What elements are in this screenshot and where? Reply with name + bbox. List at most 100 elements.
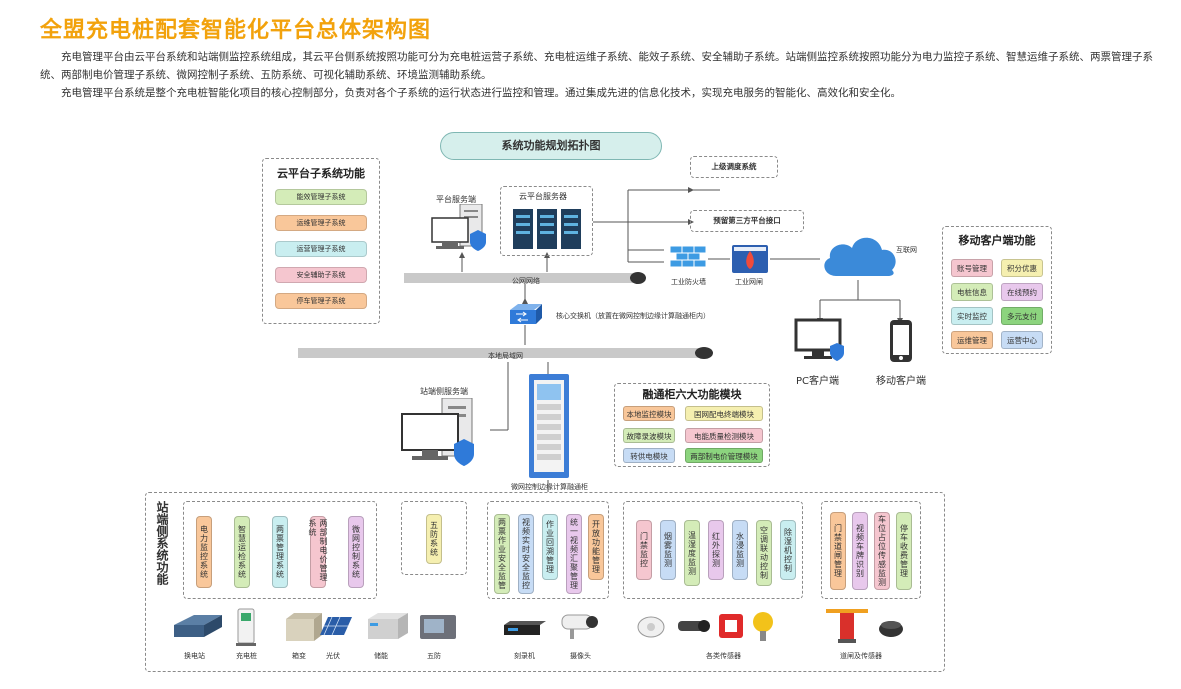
fusion-module-item: 故障录波模块 xyxy=(623,428,675,443)
station-function-item: 门禁道闸管理 xyxy=(830,512,846,590)
device-label: 换电站 xyxy=(184,652,205,660)
core-switch-label: 核心交换机（放置在微网控制边缘计算融通柜内） xyxy=(556,312,710,320)
cloud-server-icon xyxy=(513,209,581,249)
device-label: 充电桩 xyxy=(236,652,257,660)
station-function-item: 两部制电价管理系统 xyxy=(308,516,328,588)
firewall-label: 工业防火墙 xyxy=(671,278,706,286)
edge-cabinet-label: 微网控制边缘计算融通柜 xyxy=(511,483,588,491)
third-party-interface-box: 预留第三方平台接口 xyxy=(690,210,804,232)
intro-paragraph-2: 充电管理平台系统是整个充电桩智能化项目的核心控制部分，负责对各个子系统的运行状态… xyxy=(61,87,901,99)
station-function-item: 统一视频汇聚管理 xyxy=(566,514,582,594)
fusion-modules-panel: 融通柜六大功能模块 本地监控模块 国网配电终端模块 故障录波模块 电能质量检测模… xyxy=(614,383,770,467)
fusion-modules-title: 融通柜六大功能模块 xyxy=(642,388,742,401)
internet-cloud-icon xyxy=(824,237,896,276)
charging-pile-icon xyxy=(236,608,256,646)
station-group-environment: 门禁监控 烟雾监测 温湿度监测 红外探测 水浸监测 空调联动控制 除湿机控制 xyxy=(623,501,803,599)
mobile-client-label: 移动客户端 xyxy=(876,376,926,387)
fusion-module-item: 国网配电终端模块 xyxy=(685,406,763,421)
mobile-function-item: 多元支付 xyxy=(1001,307,1043,325)
energy-storage-icon xyxy=(368,613,408,639)
parking-sensor-icon xyxy=(879,621,903,637)
firewall-icon xyxy=(669,245,707,268)
device-label: 道闸及传感器 xyxy=(840,652,882,660)
cloud-subsystem-item: 运营管理子系统 xyxy=(275,241,367,257)
station-function-item: 微网控制系统 xyxy=(348,516,364,588)
fusion-module-item: 两部制电价管理模块 xyxy=(685,448,763,463)
smoke-sensor-icon xyxy=(637,616,665,638)
device-label: 五防 xyxy=(427,652,441,660)
station-function-item: 温湿度监测 xyxy=(684,520,700,586)
station-function-item: 烟雾监测 xyxy=(660,520,676,580)
cloud-subsystem-panel: 云平台子系统功能 能效管理子系统 运维管理子系统 运营管理子系统 安全辅助子系统… xyxy=(262,158,380,324)
station-system-panel: 站端侧系统功能 电力监控系统 智慧运检系统 两票管理系统 两部制电价管理系统 微… xyxy=(145,492,945,672)
station-function-item: 车位占位传感监测 xyxy=(874,512,890,590)
mobile-function-item: 在线预约 xyxy=(1001,283,1043,301)
box-transformer-icon xyxy=(286,613,322,641)
station-server-label: 站端侧服务端 xyxy=(420,387,468,396)
fusion-module-item: 转供电模块 xyxy=(623,448,675,463)
mobile-function-item: 电桩信息 xyxy=(951,283,993,301)
fusion-module-item: 本地监控模块 xyxy=(623,406,675,421)
station-group-parking: 门禁道闸管理 视频车牌识别 车位占位传感监测 停车收费管理 xyxy=(821,501,921,599)
device-label: 刻录机 xyxy=(514,652,535,660)
station-function-item: 智慧运检系统 xyxy=(234,516,250,588)
device-label: 光伏 xyxy=(326,652,340,660)
internet-label: 互联网 xyxy=(896,246,917,254)
mobile-functions-title: 移动客户端功能 xyxy=(958,234,1036,247)
cloud-server-label: 云平台服务器 xyxy=(519,192,567,201)
mobile-function-item: 运营中心 xyxy=(1001,331,1043,349)
station-function-item: 两票管理系统 xyxy=(272,516,288,588)
recorder-icon xyxy=(504,621,546,635)
station-function-item: 两票作业安全监管 xyxy=(494,514,510,594)
station-function-item: 停车收费管理 xyxy=(896,512,912,590)
mobile-function-item: 运维管理 xyxy=(951,331,993,349)
mobile-functions-panel: 移动客户端功能 账号管理 积分优惠 电桩信息 在线预约 实时监控 多元支付 运维… xyxy=(942,226,1052,354)
five-prevention-device-icon xyxy=(420,615,456,639)
station-function-item: 五防系统 xyxy=(426,514,442,564)
battery-swap-station-icon xyxy=(174,615,222,637)
cloud-subsystem-item: 停车管理子系统 xyxy=(275,293,367,309)
page-title: 全盟充电桩配套智能化平台总体架构图 xyxy=(40,18,432,43)
device-label: 箱变 xyxy=(292,652,306,660)
topology-title: 系统功能规划拓扑图 xyxy=(440,132,662,160)
public-network-bar xyxy=(404,272,646,284)
mobile-client-icon xyxy=(890,320,912,362)
pc-client-label: PC客户端 xyxy=(796,376,840,387)
station-function-item: 空调联动控制 xyxy=(756,520,772,586)
station-system-title: 站端侧系统功能 xyxy=(155,501,169,585)
cloud-subsystem-item: 运维管理子系统 xyxy=(275,215,367,231)
station-function-item: 视频车牌识别 xyxy=(852,512,868,590)
local-lan-bar xyxy=(298,347,713,359)
station-group-five-prevention: 五防系统 xyxy=(401,501,467,575)
station-function-item: 红外探测 xyxy=(708,520,724,580)
intro-paragraph-1: 充电管理平台由云平台系统和站端侧监控系统组成，其云平台侧系统按照功能可分为充电桩… xyxy=(40,51,1153,81)
mobile-function-item: 实时监控 xyxy=(951,307,993,325)
device-label: 各类传感器 xyxy=(706,652,741,660)
cloud-subsystem-item: 能效管理子系统 xyxy=(275,189,367,205)
platform-server-label: 平台服务端 xyxy=(436,195,476,204)
mobile-function-item: 积分优惠 xyxy=(1001,259,1043,277)
platform-server-icon xyxy=(431,204,486,251)
cloud-subsystem-title: 云平台子系统功能 xyxy=(277,167,365,180)
upper-dispatch-box: 上级调度系统 xyxy=(690,156,778,178)
station-function-item: 门禁监控 xyxy=(636,520,652,580)
station-function-item: 开放功能管理 xyxy=(588,514,604,580)
gateway-icon xyxy=(732,245,768,273)
station-function-item: 水浸监测 xyxy=(732,520,748,580)
pc-client-icon xyxy=(794,318,844,361)
core-switch-icon xyxy=(510,304,542,324)
device-label: 储能 xyxy=(374,652,388,660)
infrared-sensor-icon xyxy=(678,620,710,632)
cloud-subsystem-item: 安全辅助子系统 xyxy=(275,267,367,283)
fusion-module-item: 电能质量检测模块 xyxy=(685,428,763,443)
device-label: 摄像头 xyxy=(570,652,591,660)
barrier-gate-icon xyxy=(826,609,868,643)
camera-icon xyxy=(561,614,598,639)
station-group-video: 两票作业安全监管 视频实时安全监控 作业回溯管理 统一视频汇聚管理 开放功能管理 xyxy=(487,501,609,599)
station-function-item: 视频实时安全监控 xyxy=(518,514,534,594)
alarm-button-icon xyxy=(719,614,743,638)
gateway-label: 工业网闸 xyxy=(735,278,763,286)
station-function-item: 除湿机控制 xyxy=(780,520,796,580)
mobile-function-item: 账号管理 xyxy=(951,259,993,277)
